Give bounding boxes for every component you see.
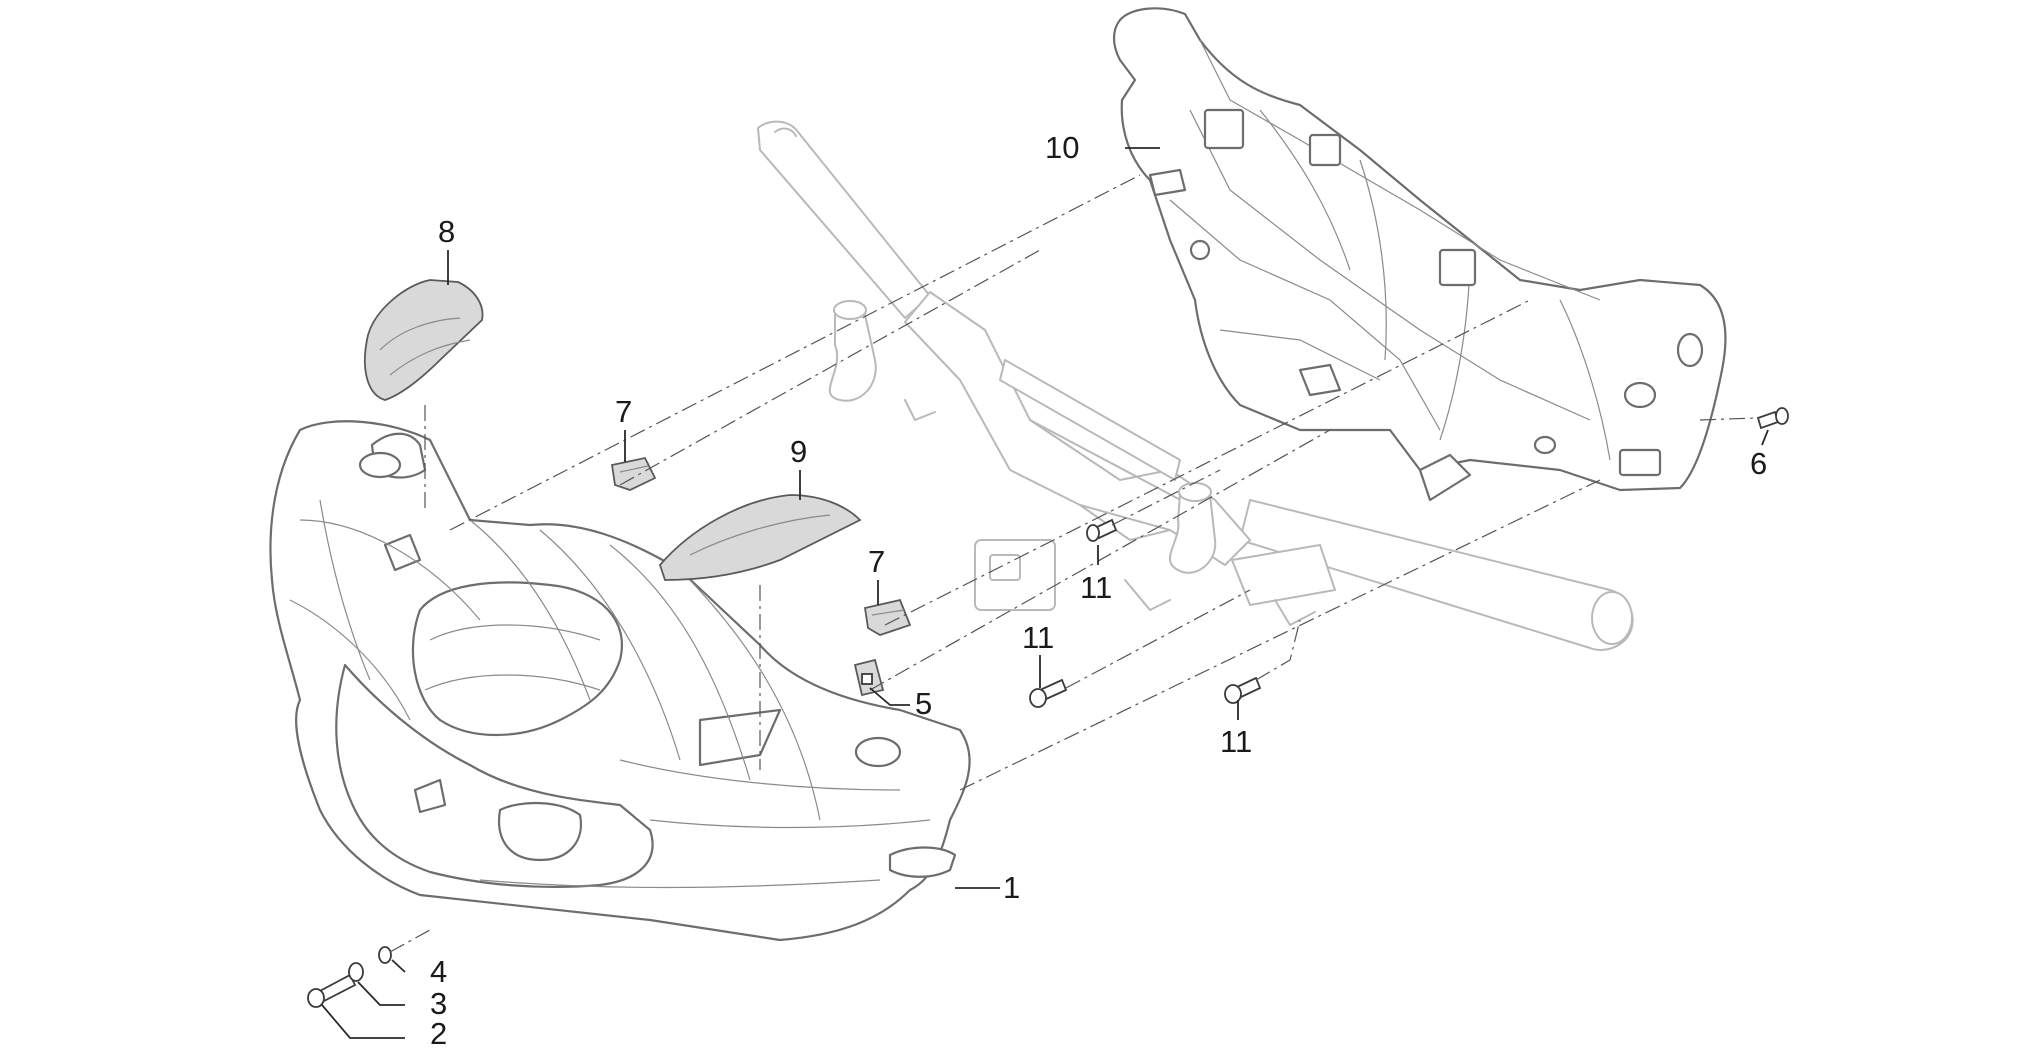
callout-7-upper: 7 — [615, 394, 632, 429]
screw-11-center — [1086, 518, 1118, 542]
rear-handlebar-cover — [1112, 7, 1727, 502]
callout-leaders — [321, 147, 1769, 1039]
callout-11-right: 11 — [1220, 724, 1252, 759]
upper-left-trim-piece — [364, 279, 484, 401]
callout-2: 2 — [430, 1016, 447, 1048]
callout-9: 9 — [790, 434, 807, 469]
washer-3 — [348, 962, 364, 982]
callout-8: 8 — [438, 214, 455, 249]
callout-11-center: 11 — [1080, 570, 1112, 605]
callout-7-lower: 7 — [868, 544, 885, 579]
nut-5 — [853, 658, 885, 697]
bolt-2 — [307, 973, 357, 1008]
screw-6 — [1756, 407, 1789, 430]
screw-11-right — [1224, 676, 1262, 704]
center-trim-piece — [658, 494, 862, 581]
handlebar-frame — [757, 120, 1634, 651]
callout-labels: 1 2 3 4 5 6 7 7 8 9 10 11 11 11 — [430, 130, 1767, 1048]
callout-5: 5 — [915, 686, 932, 721]
assembly-lines — [389, 174, 1756, 953]
callout-4: 4 — [430, 954, 447, 989]
callout-10: 10 — [1045, 130, 1079, 165]
callout-11-left: 11 — [1022, 620, 1054, 655]
washer-4 — [378, 946, 392, 964]
callout-6: 6 — [1750, 446, 1767, 481]
screw-11-left — [1029, 678, 1068, 708]
clip-7-upper — [610, 456, 657, 491]
front-handlebar-cover — [269, 420, 971, 942]
clip-7-lower — [863, 598, 912, 636]
callout-1: 1 — [1003, 870, 1020, 905]
callout-3: 3 — [430, 986, 447, 1021]
